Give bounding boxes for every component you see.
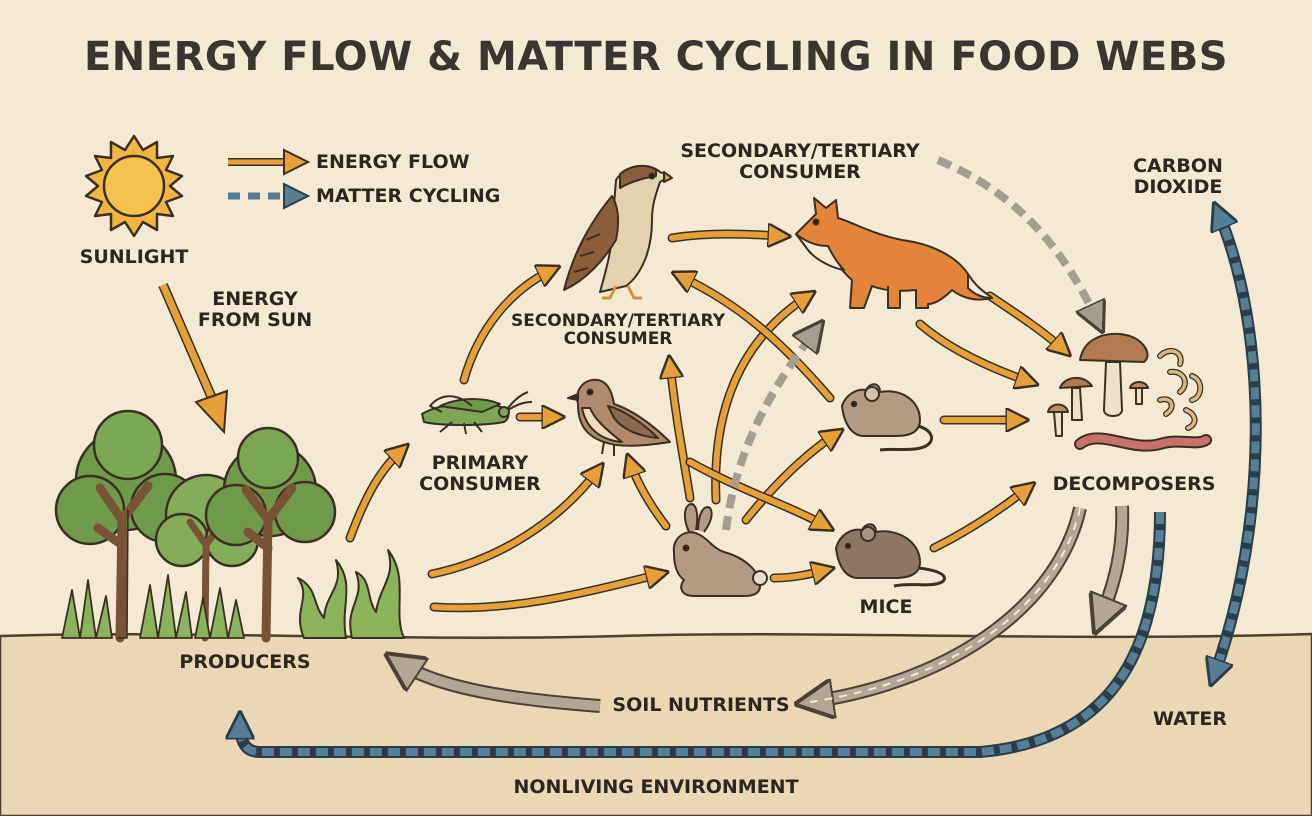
grasshopper-to-hawk-arrow [459, 270, 552, 385]
mouse-to-hawk-arrow [680, 276, 835, 403]
producers-to-sparrow-arrow [427, 470, 598, 579]
nutrient-arrows [398, 505, 1130, 706]
nonliving-environment-label: NONLIVING ENVIRONMENT [513, 776, 799, 798]
rabbit-to-secondary-arrow [670, 364, 695, 503]
grass-icon [61, 574, 245, 639]
grasshopper-icon [421, 391, 533, 435]
sparrow-icon [567, 378, 671, 456]
fox-to-decomposers-arrow [985, 291, 1064, 350]
consumer-to-decomposer-matter-arrow [936, 156, 1098, 322]
carbon-dioxide-label: CARBON DIOXIDE [1133, 155, 1223, 198]
rabbit-to-fox-arrow [711, 296, 808, 505]
worm-icon [1074, 347, 1212, 452]
rabbit-to-mouse-lower-arrow [769, 570, 826, 578]
mouse-icon [841, 383, 934, 452]
sunlight-label: SUNLIGHT [79, 246, 189, 268]
seaweed-icon [297, 549, 405, 639]
producers-label: PRODUCERS [179, 651, 311, 673]
mouse-icon [835, 523, 946, 588]
legend-energy-arrow [228, 148, 311, 176]
water-label: WATER [1153, 708, 1227, 730]
sun-to-producers-arrow [158, 283, 229, 435]
mushroom-icon [1047, 332, 1149, 437]
hawk-to-fox-arrow [667, 234, 782, 238]
sun-icon [84, 134, 184, 238]
matter-cycling-arrows [240, 212, 1262, 758]
mice-to-decomposers-arrow [929, 488, 1028, 553]
producers-to-rabbit-arrow [429, 574, 660, 613]
fox-to-decomposers-lower-arrow [915, 319, 1030, 382]
producers-to-grasshopper-arrow [345, 450, 402, 543]
secondary-tertiary-consumer-mid-label: SECONDARY/TERTIARY CONSUMER [510, 311, 726, 350]
secondary-tertiary-consumer-top-label: SECONDARY/TERTIARY CONSUMER [680, 140, 920, 183]
mice-label: MICE [859, 596, 913, 618]
primary-consumer-label: PRIMARY CONSUMER [419, 452, 541, 495]
gray-matter-arrows [722, 156, 1098, 531]
fox-icon [795, 197, 993, 309]
page-title: ENERGY FLOW & MATTER CYCLING IN FOOD WEB… [83, 34, 1229, 80]
energy-arrows [345, 234, 1064, 613]
rabbit-to-sparrow-arrow [630, 462, 671, 531]
decomposers-label: DECOMPOSERS [1052, 473, 1216, 495]
legend-energy-flow-label: ENERGY FLOW [316, 151, 470, 173]
energy-from-sun-label: ENERGY FROM SUN [197, 288, 313, 331]
rabbit-to-fox-matter-arrow [722, 330, 816, 531]
legend-matter-cycling-label: MATTER CYCLING [316, 185, 501, 207]
hawk-icon [563, 164, 673, 300]
sparrow-to-mouse-arrow [685, 457, 826, 526]
soil-nutrients-label: SOIL NUTRIENTS [612, 694, 790, 716]
legend-matter-arrow [228, 182, 311, 210]
rabbit-icon [672, 503, 768, 597]
tree-icon [204, 426, 337, 643]
rabbit-to-mouse-upper-arrow [741, 434, 836, 525]
